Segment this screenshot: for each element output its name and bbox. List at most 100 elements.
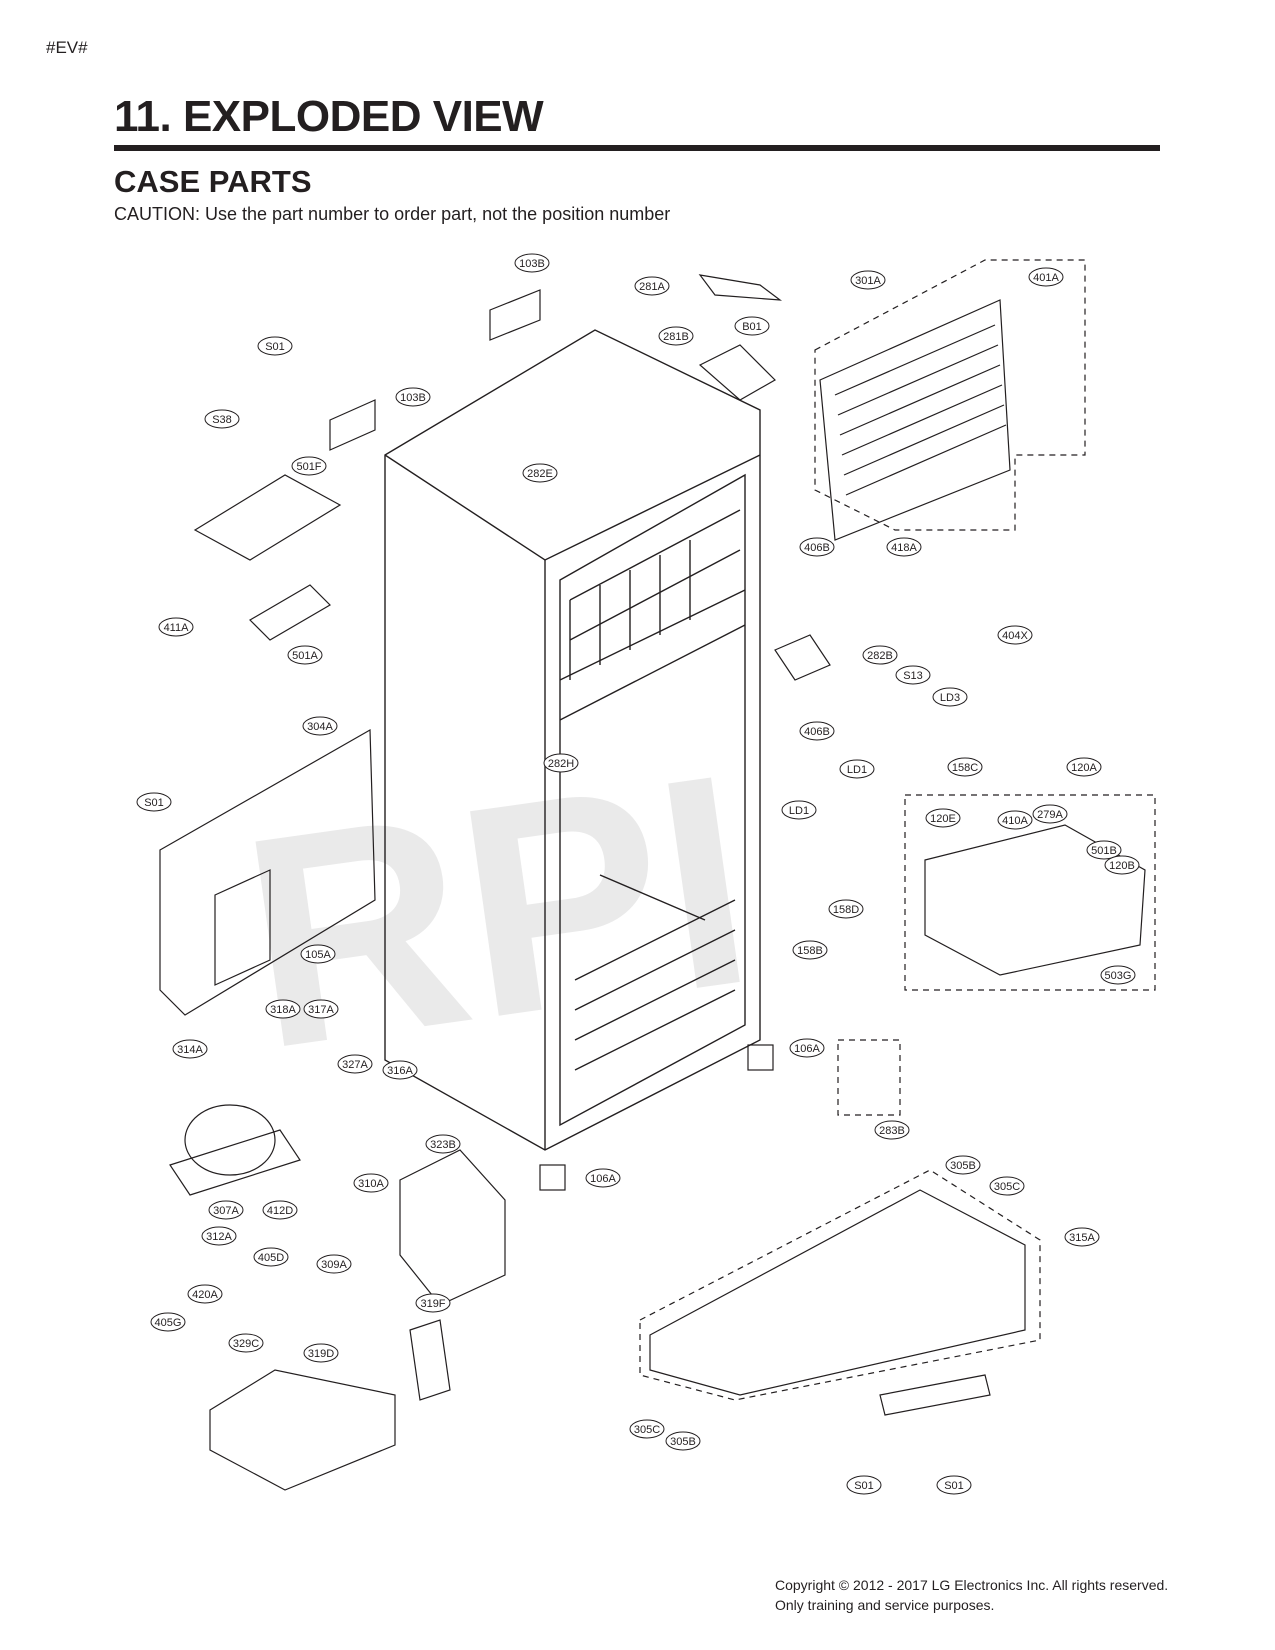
callout-s38: S38 [204, 409, 240, 429]
callout-406b: 406B [799, 721, 835, 741]
svg-text:283B: 283B [879, 1125, 905, 1137]
callout-317a: 317A [303, 999, 339, 1019]
svg-text:S01: S01 [144, 797, 164, 809]
svg-text:307A: 307A [213, 1205, 239, 1217]
svg-text:327A: 327A [342, 1059, 368, 1071]
svg-text:282H: 282H [548, 758, 574, 770]
callout-ld1: LD1 [839, 759, 875, 779]
svg-text:305C: 305C [634, 1424, 660, 1436]
svg-text:316A: 316A [387, 1065, 413, 1077]
svg-text:405D: 405D [258, 1252, 284, 1264]
svg-text:404X: 404X [1002, 630, 1028, 642]
callout-282h: 282H [543, 753, 579, 773]
caution-note: CAUTION: Use the part number to order pa… [114, 204, 671, 224]
callout-304a: 304A [302, 716, 338, 736]
svg-text:282E: 282E [527, 468, 553, 480]
svg-text:401A: 401A [1033, 272, 1059, 284]
svg-text:418A: 418A [891, 542, 917, 554]
svg-text:282B: 282B [867, 650, 893, 662]
cabinet-drawing [384, 329, 761, 1151]
callout-314a: 314A [172, 1039, 208, 1059]
callout-283b: 283B [874, 1120, 910, 1140]
svg-text:315A: 315A [1069, 1232, 1095, 1244]
svg-text:318A: 318A [270, 1004, 296, 1016]
svg-text:412D: 412D [267, 1205, 293, 1217]
watermark: RPI [227, 710, 769, 1112]
callout-ld1: LD1 [781, 800, 817, 820]
callout-420a: 420A [187, 1284, 223, 1304]
svg-text:310A: 310A [358, 1178, 384, 1190]
callout-158d: 158D [828, 899, 864, 919]
callout-323b: 323B [425, 1134, 461, 1154]
callout-501b: 501B [1086, 840, 1122, 860]
page-tag: #EV# [46, 38, 88, 57]
svg-text:305C: 305C [994, 1181, 1020, 1193]
callout-106a: 106A [585, 1168, 621, 1188]
svg-text:406B: 406B [804, 542, 830, 554]
callout-501f: 501F [291, 456, 327, 476]
svg-text:LD1: LD1 [847, 764, 867, 776]
svg-text:120E: 120E [930, 813, 956, 825]
svg-text:158C: 158C [952, 762, 978, 774]
copyright-line-1: Copyright © 2012 - 2017 LG Electronics I… [775, 1577, 1169, 1593]
callout-312a: 312A [201, 1226, 237, 1246]
svg-text:158D: 158D [833, 904, 859, 916]
svg-text:120A: 120A [1071, 762, 1097, 774]
callout-411a: 411A [158, 617, 194, 637]
callout-315a: 315A [1064, 1227, 1100, 1247]
callout-279a: 279A [1032, 804, 1068, 824]
callout-103b: 103B [514, 253, 550, 273]
callout-316a: 316A [382, 1060, 418, 1080]
svg-text:S13: S13 [903, 670, 923, 682]
svg-text:305B: 305B [670, 1436, 696, 1448]
callout-158c: 158C [947, 757, 983, 777]
svg-text:501F: 501F [296, 461, 321, 473]
svg-text:S01: S01 [944, 1480, 964, 1492]
svg-text:301A: 301A [855, 275, 881, 287]
svg-text:S01: S01 [265, 341, 285, 353]
callout-405d: 405D [253, 1247, 289, 1267]
svg-text:410A: 410A [1002, 815, 1028, 827]
callout-405g: 405G [150, 1312, 186, 1332]
svg-text:319D: 319D [308, 1348, 334, 1360]
svg-text:501A: 501A [292, 650, 318, 662]
callout-158b: 158B [792, 940, 828, 960]
callout-305b: 305B [945, 1155, 981, 1175]
callout-418a: 418A [886, 537, 922, 557]
callout-s01: S01 [936, 1475, 972, 1495]
callout-282b: 282B [862, 645, 898, 665]
callout-120b: 120B [1104, 855, 1140, 875]
svg-text:323B: 323B [430, 1139, 456, 1151]
callout-s01: S01 [136, 792, 172, 812]
callout-b01: B01 [734, 316, 770, 336]
svg-text:309A: 309A [321, 1259, 347, 1271]
callout-401a: 401A [1028, 267, 1064, 287]
title-rule [114, 145, 1160, 151]
callout-410a: 410A [997, 810, 1033, 830]
svg-text:312A: 312A [206, 1231, 232, 1243]
section-title: CASE PARTS [114, 164, 312, 199]
callout-309a: 309A [316, 1254, 352, 1274]
callout-281a: 281A [634, 276, 670, 296]
svg-text:S01: S01 [854, 1480, 874, 1492]
svg-text:503G: 503G [1105, 970, 1132, 982]
svg-text:281A: 281A [639, 281, 665, 293]
svg-text:103B: 103B [519, 258, 545, 270]
callout-120e: 120E [925, 808, 961, 828]
svg-text:405G: 405G [155, 1317, 182, 1329]
svg-text:279A: 279A [1037, 809, 1063, 821]
svg-text:317A: 317A [308, 1004, 334, 1016]
callout-305b: 305B [665, 1431, 701, 1451]
svg-text:314A: 314A [177, 1044, 203, 1056]
callout-281b: 281B [658, 326, 694, 346]
callout-501a: 501A [287, 645, 323, 665]
svg-text:158B: 158B [797, 945, 823, 957]
callout-406b: 406B [799, 537, 835, 557]
callout-105a: 105A [300, 944, 336, 964]
callout-106a: 106A [789, 1038, 825, 1058]
svg-text:S38: S38 [212, 414, 232, 426]
callout-282e: 282E [522, 463, 558, 483]
callout-s13: S13 [895, 665, 931, 685]
